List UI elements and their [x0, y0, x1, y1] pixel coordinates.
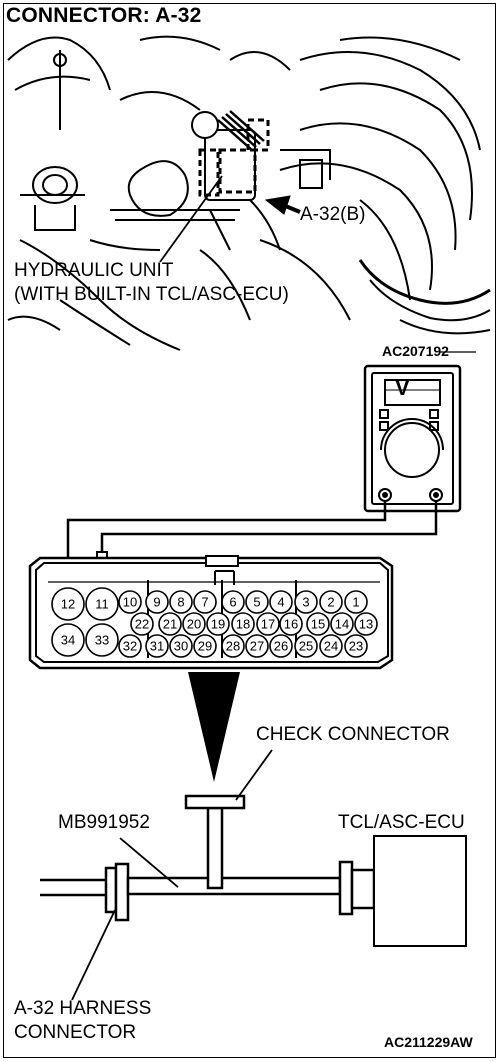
pin-22-circle: [130, 612, 154, 636]
pin-25-label: 25: [299, 639, 313, 654]
pin-30-label: 30: [174, 639, 188, 654]
ecu-box: [373, 835, 467, 947]
pin-8-label: 8: [177, 595, 184, 610]
pin-13-label: 13: [359, 617, 373, 632]
pin-20-label: 20: [187, 617, 201, 632]
down-arrow: [188, 672, 240, 782]
bottom-figure-code: AC211229AW: [384, 1034, 473, 1050]
page-title: CONNECTOR: A-32: [6, 4, 202, 27]
bottom-leaders: [71, 749, 273, 1001]
pin-15-circle: [306, 612, 330, 636]
pin-4-label: 4: [277, 595, 284, 610]
pin-16-circle: [279, 612, 303, 636]
pin-15-label: 15: [311, 617, 325, 632]
tool-label: MB991952: [58, 812, 150, 833]
pin-16-label: 16: [284, 617, 298, 632]
pin-9-circle: [145, 590, 169, 614]
pin-23-circle: [344, 634, 368, 658]
pin-24-label: 24: [324, 639, 338, 654]
pin-18-label: 18: [236, 617, 250, 632]
pin-26-circle: [269, 634, 293, 658]
top-figure-code: AC207192: [382, 343, 449, 359]
check-connector: [184, 794, 246, 810]
harness-connector-label: A-32 HARNESS: [14, 998, 152, 1019]
pin-2-label: 2: [327, 595, 334, 610]
pin-20-circle: [182, 612, 206, 636]
pin-33-label: 33: [95, 633, 109, 648]
pin-14-label: 14: [335, 617, 349, 632]
harness-diagram: [40, 794, 467, 947]
pin-34-circle: [51, 623, 85, 657]
pin-25-circle: [294, 634, 318, 658]
pin-5-circle: [245, 590, 269, 614]
pin-3-label: 3: [302, 595, 309, 610]
pin-26-label: 26: [274, 639, 288, 654]
pin-19-circle: [206, 612, 230, 636]
top-leaders: [159, 175, 476, 353]
pin-19-label: 19: [211, 617, 225, 632]
hydraulic-unit-sublabel: (WITH BUILT-IN TCL/ASC-ECU): [14, 284, 289, 305]
pin-4-circle: [269, 590, 293, 614]
pin-17-circle: [256, 612, 280, 636]
pin-11-label: 11: [95, 597, 109, 612]
ecu-label: TCL/ASC-ECU: [338, 812, 465, 833]
pin-8-circle: [169, 590, 193, 614]
pin-30-circle: [169, 634, 193, 658]
pin-12-label: 12: [61, 597, 75, 612]
pin-23-label: 23: [349, 639, 363, 654]
voltmeter: [363, 364, 462, 513]
volt-symbol: V: [395, 375, 410, 400]
pin-32-label: 32: [123, 639, 137, 654]
pin-21-label: 21: [163, 617, 177, 632]
pin-10-label: 10: [123, 595, 137, 610]
pin-1-label: 1: [352, 595, 359, 610]
pin-21-circle: [158, 612, 182, 636]
a32b-label: A-32(B): [300, 204, 366, 225]
engine-illustration: [7, 35, 491, 351]
pin-28-label: 28: [226, 639, 240, 654]
pin-18-circle: [231, 612, 255, 636]
pin-17-label: 17: [261, 617, 275, 632]
check-connector-label: CHECK CONNECTOR: [256, 724, 450, 745]
pin-14-circle: [330, 612, 354, 636]
pin-28-circle: [221, 634, 245, 658]
pin-6-circle: [221, 590, 245, 614]
pin-3-circle: [294, 590, 318, 614]
harness-connector-sublabel: CONNECTOR: [14, 1022, 137, 1043]
pin-5-label: 5: [253, 595, 260, 610]
pin-7-circle: [193, 590, 217, 614]
pin-12-circle: [51, 587, 85, 621]
pin-32-circle: [118, 634, 142, 658]
pin-29-circle: [193, 634, 217, 658]
pin-6-label: 6: [229, 595, 236, 610]
pin-2-circle: [319, 590, 343, 614]
figure-frame: [3, 3, 496, 1058]
pin-9-label: 9: [153, 595, 160, 610]
pin-31-circle: [145, 634, 169, 658]
pin-10-circle: [118, 590, 142, 614]
hydraulic-unit-label: HYDRAULIC UNIT: [14, 260, 174, 281]
pin-22-label: 22: [135, 617, 149, 632]
pin-34-label: 34: [61, 633, 75, 648]
pin-24-circle: [319, 634, 343, 658]
pin-27-label: 27: [250, 639, 264, 654]
pin-11-circle: [85, 587, 119, 621]
pin-31-label: 31: [150, 639, 164, 654]
pin-27-circle: [245, 634, 269, 658]
pin-33-circle: [85, 623, 119, 657]
pin-1-circle: [344, 590, 368, 614]
pin-29-label: 29: [198, 639, 212, 654]
pin-13-circle: [354, 612, 378, 636]
pin-7-label: 7: [201, 595, 208, 610]
